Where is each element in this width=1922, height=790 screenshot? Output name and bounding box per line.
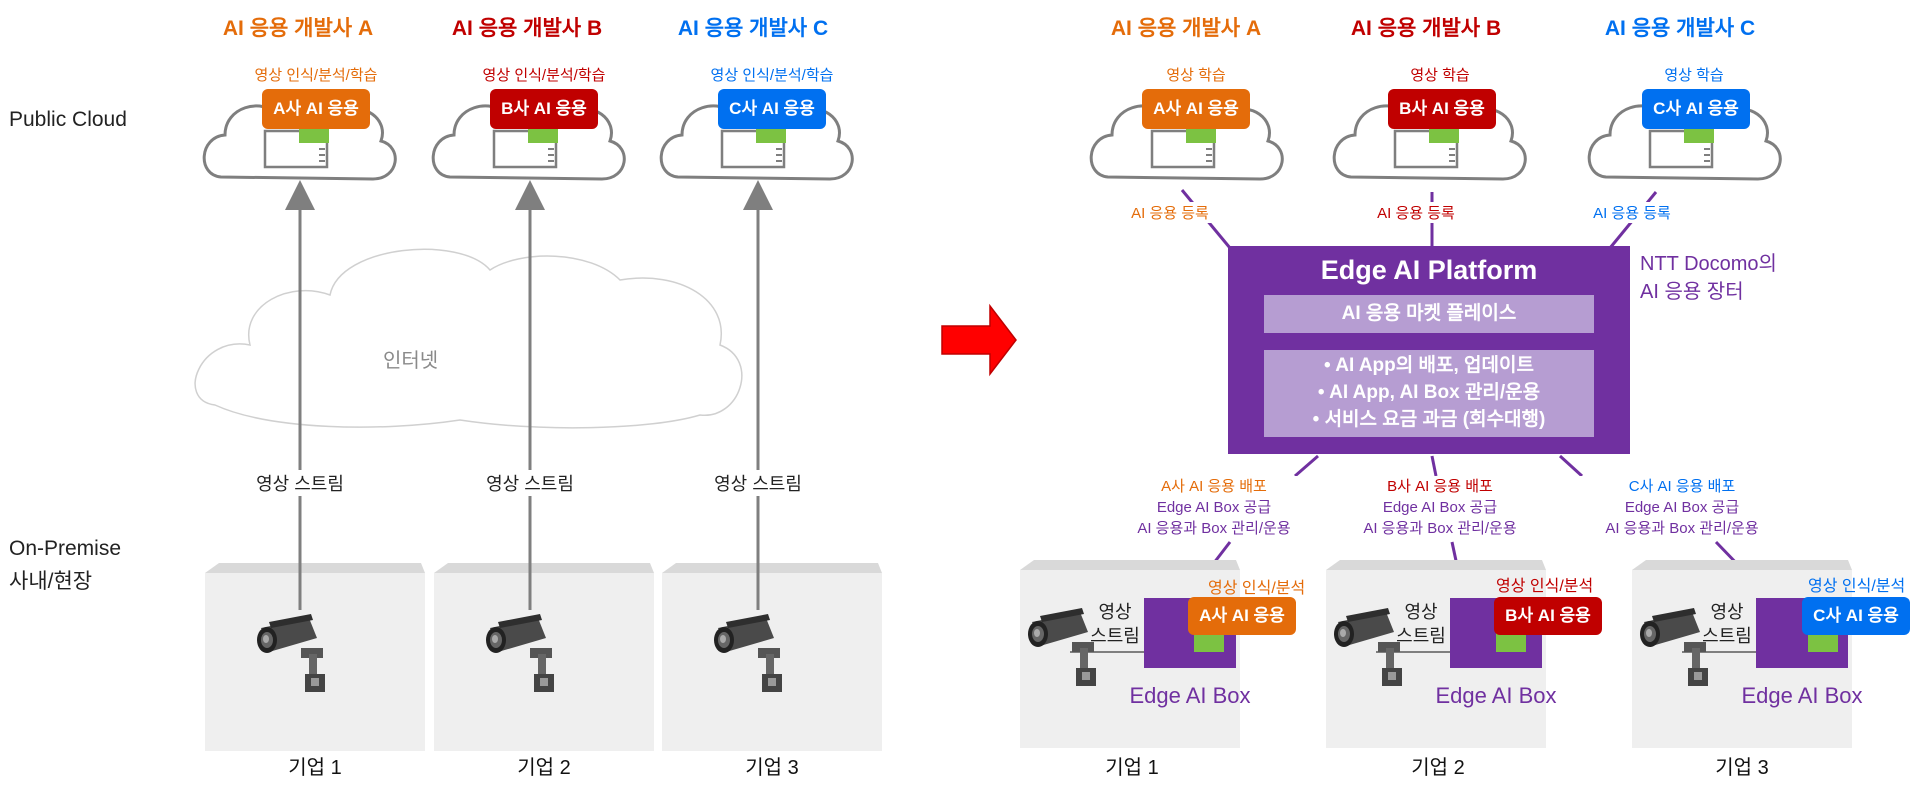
edge-box-label: Edge AI Box bbox=[1435, 683, 1557, 708]
platform-title: Edge AI Platform bbox=[1320, 255, 1538, 285]
edge-app-badge-b: B사 AI 응용 bbox=[1494, 597, 1602, 635]
edge-box-label: Edge AI Box bbox=[1741, 683, 1863, 708]
stream-line: 영상 bbox=[1098, 602, 1132, 622]
manage-label: AI 응용과 Box 관리/운용 bbox=[1605, 520, 1759, 537]
supply-label: Edge AI Box 공급 bbox=[1382, 499, 1498, 516]
developer-c-label: AI 응용 개발사 C bbox=[1604, 17, 1756, 40]
cloud-task-label: 영상 인식/분석/학습 bbox=[710, 67, 834, 84]
stream-label: 영상 스트림 bbox=[470, 470, 590, 496]
platform-feature: • AI App의 배포, 업데이트 bbox=[1324, 355, 1534, 376]
supply-label: Edge AI Box 공급 bbox=[1156, 499, 1272, 516]
marketplace-label: AI 응용 마켓 플레이스 bbox=[1264, 295, 1594, 333]
edge-stream-label: 영상 스트림 bbox=[1090, 600, 1140, 648]
distribution-b: B사 AI 응용 배포 Edge AI Box 공급 AI 응용과 Box 관리… bbox=[1330, 476, 1550, 539]
edge-stream-label: 영상 스트림 bbox=[1396, 600, 1446, 648]
app-badge-b: B사 AI 응용 bbox=[490, 89, 598, 129]
platform-owner-line: AI 응용 장터 bbox=[1640, 281, 1744, 303]
deploy-label: B사 AI 응용 배포 bbox=[1387, 478, 1493, 495]
developer-a-label: AI 응용 개발사 A bbox=[222, 17, 374, 40]
cloud-task-label: 영상 인식/분석/학습 bbox=[254, 67, 378, 84]
cloud-task-label: 영상 학습 bbox=[1664, 67, 1724, 84]
stream-line: 스트림 bbox=[1702, 626, 1752, 646]
platform-owner-line: NTT Docomo의 bbox=[1640, 253, 1777, 275]
app-badge-a: A사 AI 응용 bbox=[1142, 89, 1250, 129]
edge-stream-label: 영상 스트림 bbox=[1702, 600, 1752, 648]
developer-c-label: AI 응용 개발사 C bbox=[677, 17, 829, 40]
company-label: 기업 3 bbox=[1715, 757, 1769, 779]
registration-label: AI 응용 등록 bbox=[1110, 202, 1230, 223]
deploy-label: C사 AI 응용 배포 bbox=[1628, 478, 1736, 495]
edge-app-badge-c: C사 AI 응용 bbox=[1802, 597, 1910, 635]
app-badge-a: A사 AI 응용 bbox=[262, 89, 370, 129]
manage-label: AI 응용과 Box 관리/운용 bbox=[1137, 520, 1291, 537]
internet-label: 인터넷 bbox=[383, 350, 439, 372]
platform-feature: • AI App, AI Box 관리/운용 bbox=[1317, 382, 1541, 403]
developer-b-label: AI 응용 개발사 B bbox=[451, 17, 603, 40]
company-label: 기업 2 bbox=[517, 757, 571, 779]
stream-label: 영상 스트림 bbox=[698, 470, 818, 496]
manage-label: AI 응용과 Box 관리/운용 bbox=[1363, 520, 1517, 537]
row-label-on-premise: On-Premise bbox=[9, 537, 122, 560]
company-label: 기업 1 bbox=[288, 757, 342, 779]
edge-app-badge-a: A사 AI 응용 bbox=[1188, 597, 1296, 635]
row-label-public-cloud: Public Cloud bbox=[9, 108, 127, 131]
platform-feature: • 서비스 요금 과금 (회수대행) bbox=[1312, 409, 1546, 430]
app-badge-b: B사 AI 응용 bbox=[1388, 89, 1496, 129]
platform-features: • AI App의 배포, 업데이트 • AI App, AI Box 관리/운… bbox=[1264, 350, 1594, 437]
company-label: 기업 2 bbox=[1411, 757, 1465, 779]
transition-arrow-icon bbox=[941, 303, 1017, 377]
stream-line: 영상 bbox=[1404, 602, 1438, 622]
stream-label: 영상 스트림 bbox=[240, 470, 360, 496]
app-badge-c: C사 AI 응용 bbox=[1642, 89, 1750, 129]
company-label: 기업 1 bbox=[1105, 757, 1159, 779]
stream-line: 영상 bbox=[1710, 602, 1744, 622]
edge-task-label: 영상 인식/분석 bbox=[1808, 578, 1906, 595]
edge-task-label: 영상 인식/분석 bbox=[1208, 580, 1306, 597]
developer-b-label: AI 응용 개발사 B bbox=[1350, 17, 1502, 40]
platform-owner: NTT Docomo의 AI 응용 장터 bbox=[1640, 250, 1777, 306]
app-badge-c: C사 AI 응용 bbox=[718, 89, 826, 129]
deploy-label: A사 AI 응용 배포 bbox=[1161, 478, 1267, 495]
cloud-task-label: 영상 학습 bbox=[1166, 67, 1226, 84]
distribution-c: C사 AI 응용 배포 Edge AI Box 공급 AI 응용과 Box 관리… bbox=[1572, 476, 1792, 539]
cloud-task-label: 영상 학습 bbox=[1410, 67, 1470, 84]
supply-label: Edge AI Box 공급 bbox=[1624, 499, 1740, 516]
registration-label: AI 응용 등록 bbox=[1572, 202, 1692, 223]
edge-task-label: 영상 인식/분석 bbox=[1496, 578, 1594, 595]
internet-cloud bbox=[194, 248, 743, 429]
distribution-a: A사 AI 응용 배포 Edge AI Box 공급 AI 응용과 Box 관리… bbox=[1104, 476, 1324, 539]
stream-line: 스트림 bbox=[1090, 626, 1140, 646]
developer-a-label: AI 응용 개발사 A bbox=[1110, 17, 1262, 40]
row-label-site: 사내/현장 bbox=[9, 570, 93, 593]
company-label: 기업 3 bbox=[745, 757, 799, 779]
edge-box-label: Edge AI Box bbox=[1129, 683, 1251, 708]
registration-label: AI 응용 등록 bbox=[1356, 202, 1476, 223]
stream-line: 스트림 bbox=[1396, 626, 1446, 646]
cloud-task-label: 영상 인식/분석/학습 bbox=[482, 67, 606, 84]
